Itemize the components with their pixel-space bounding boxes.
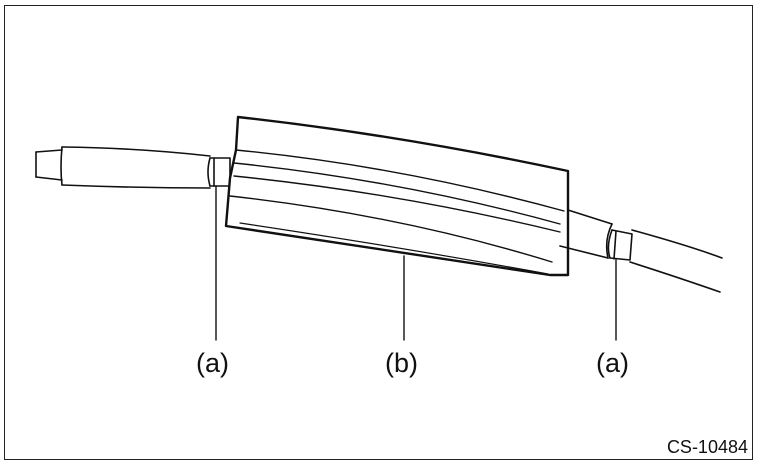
right-pipe (629, 229, 723, 293)
left-pipe (35, 149, 63, 181)
protector-sleeve (224, 115, 570, 277)
callout-a-left: (a) (196, 348, 229, 378)
right-hose (559, 209, 613, 259)
figure-code: CS-10484 (666, 437, 748, 457)
left-hose (60, 146, 211, 189)
leader-lines (215, 185, 617, 341)
callout-b: (b) (385, 348, 418, 378)
right-clamp (607, 229, 633, 261)
callout-a-right: (a) (596, 348, 629, 378)
left-clamp (207, 157, 231, 187)
